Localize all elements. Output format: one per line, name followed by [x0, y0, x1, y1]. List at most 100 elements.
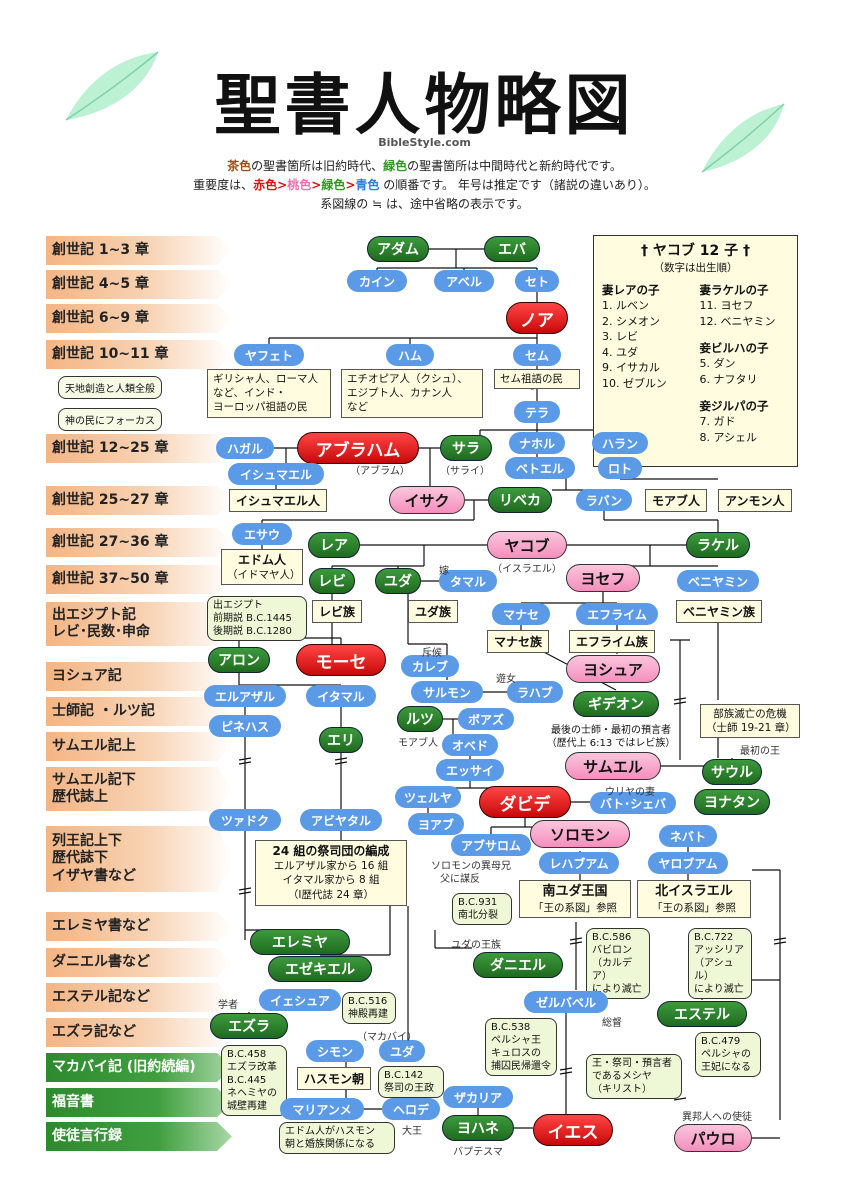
person-node-abiathar: アビヤタル — [300, 809, 382, 831]
box-line: （士師 19-21 章） — [706, 722, 796, 735]
section-bar: ダニエル書など — [46, 948, 232, 977]
leaf-icon-left — [65, 51, 159, 121]
person-node-zeruiah: ツェルヤ — [395, 786, 461, 808]
bubble-line: （カルデア） — [592, 958, 632, 982]
bubble-line: ペルシャ王 — [491, 1035, 541, 1046]
person-node-moses: モーセ — [296, 644, 386, 676]
people-group: ハスモン朝 — [297, 1067, 372, 1090]
judges-box: 部族滅亡の危機（士師 19-21 章） — [700, 704, 800, 739]
edom-box: エドム人 （イドマヤ人） — [221, 549, 303, 586]
box-line: ギリシャ人、ローマ人 — [213, 373, 318, 385]
jacob-group-heading: 妾ジルパの子 — [699, 399, 769, 414]
spacer — [700, 329, 790, 337]
section-bar: エズラ記など — [46, 1018, 232, 1047]
section-label: マカバイ記 (旧約続編) — [52, 1058, 196, 1075]
japheth-box: ギリシャ人、ローマ人など、インド・ヨーロッパ祖語の民 — [207, 369, 331, 418]
people-group: ユダ族 — [408, 600, 459, 623]
person-node-mariamne: マリアンメ — [280, 1098, 364, 1120]
box-line: エチオピア人（クシュ）、 — [347, 373, 468, 385]
person-node-obed: オベド — [442, 734, 498, 756]
person-node-rahab: ラハブ — [507, 681, 563, 703]
bubble-line: 最後の士師・最初の預言者 — [551, 725, 671, 736]
node-caption: バプテスマ — [453, 1147, 503, 1158]
node-caption: ユダの王族 — [451, 940, 501, 951]
people-group: エフライム族 — [569, 630, 655, 653]
section-label: 創世記 12~25 章 — [52, 439, 169, 456]
bubble-line: 南北分裂 — [458, 910, 498, 921]
person-node-adam: アダム — [367, 236, 429, 262]
box-line: エジプト人、カナン人 — [347, 387, 452, 400]
node-caption: 異邦人への使徒 — [682, 1112, 752, 1123]
bubble-line: ネヘミヤの — [227, 1088, 277, 1099]
bubble-line: B.C.458 — [227, 1049, 267, 1060]
section-label: ヨシュア記 — [52, 667, 122, 684]
node-caption: 遊女 — [496, 674, 516, 685]
box-line: など — [347, 401, 368, 414]
section-label: ダニエル書など — [52, 953, 150, 970]
person-node-isaac: イサク — [389, 486, 465, 514]
section-bar: エレミヤ書など — [46, 912, 232, 941]
people-group: マナセ族 — [487, 630, 550, 653]
person-node-levi: レビ — [309, 568, 355, 594]
person-node-caleb: カレブ — [401, 655, 459, 677]
jacob-son: 11. ヨセフ — [699, 299, 754, 312]
section-bar: 創世記 6~9 章 — [46, 304, 232, 333]
node-caption: 大王 — [402, 1126, 422, 1137]
date-bubble: 王・祭司・預言者であるメシヤ（キリスト） — [586, 1054, 682, 1099]
bubble-line: キュロスの — [491, 1048, 541, 1059]
bubble-line: 王妃になる — [701, 1062, 751, 1073]
section-label: エズラ記など — [52, 1023, 136, 1040]
shem-box: セム祖語の民 — [494, 369, 580, 390]
section-bar: 創世記 25~27 章 — [46, 486, 232, 515]
section-label: 使徒言行録 — [52, 1127, 122, 1144]
bubble-line: バビロン — [592, 945, 632, 956]
section-bar: 福音書 — [46, 1088, 232, 1117]
section-bar: 士師記 ・ルツ記 — [46, 697, 232, 726]
bubble-line: エドム人がハスモン — [285, 1126, 375, 1137]
priests-line: イタマル家から 8 組 — [282, 874, 380, 887]
bubble-line: B.C.931 — [458, 897, 498, 908]
bubble-line: B.C.516 — [348, 996, 388, 1007]
person-node-jeremiah: エレミヤ — [250, 929, 350, 955]
bubble-line: エズラ改革 — [227, 1062, 277, 1073]
bubble-line: B.C.445 — [227, 1075, 267, 1086]
person-node-daniel: ダニエル — [473, 952, 563, 978]
box-line: （イドマヤ人） — [227, 569, 301, 582]
bubble-line: B.C.722 — [694, 932, 734, 943]
person-node-sarah: サラ — [440, 435, 492, 461]
person-node-eli: エリ — [319, 727, 363, 753]
section-bar: 創世記 27~36 章 — [46, 528, 232, 557]
person-node-david: ダビデ — [479, 786, 571, 818]
person-node-aaron: アロン — [208, 647, 270, 673]
section-label: サムエル記上 — [52, 737, 136, 754]
person-node-haran: ハラン — [592, 432, 648, 454]
node-caption: ウリヤの妻 — [605, 787, 655, 798]
box-line: エドム人 — [237, 553, 286, 567]
box-line: など、インド・ — [213, 387, 286, 400]
bubble-line: 朝と婚族関係になる — [285, 1139, 375, 1150]
node-caption: 最初の王 — [740, 746, 780, 757]
people-group: ベニヤミン族 — [676, 600, 763, 623]
section-label: サムエル記下 歴代誌上 — [52, 771, 136, 806]
priests-line: （Ⅰ歴代誌 24 章） — [287, 888, 375, 901]
person-node-esau: エサウ — [232, 523, 292, 545]
person-node-manasseh: マナセ — [492, 603, 550, 625]
section-bar: 創世記 10~11 章 — [46, 340, 232, 369]
bubble-line: 捕囚民帰還令 — [491, 1061, 551, 1072]
person-node-ruth: ルツ — [397, 706, 443, 732]
person-node-joseph: ヨセフ — [566, 564, 640, 592]
intro-line-3: 系図線の ≒ は、途中省略の表示です。 — [320, 197, 529, 211]
person-node-lot: ロト — [598, 457, 642, 479]
bubble-line: 出エジプト — [213, 600, 263, 611]
bubble-line: （キリスト） — [592, 1084, 652, 1095]
bubble-line: であるメシヤ — [592, 1071, 652, 1082]
person-node-saul: サウル — [702, 759, 762, 785]
box-line: ヨーロッパ祖語の民 — [213, 401, 308, 414]
person-node-jacob: ヤコブ — [487, 531, 567, 559]
jacob-son: 7. ガド — [699, 415, 736, 429]
